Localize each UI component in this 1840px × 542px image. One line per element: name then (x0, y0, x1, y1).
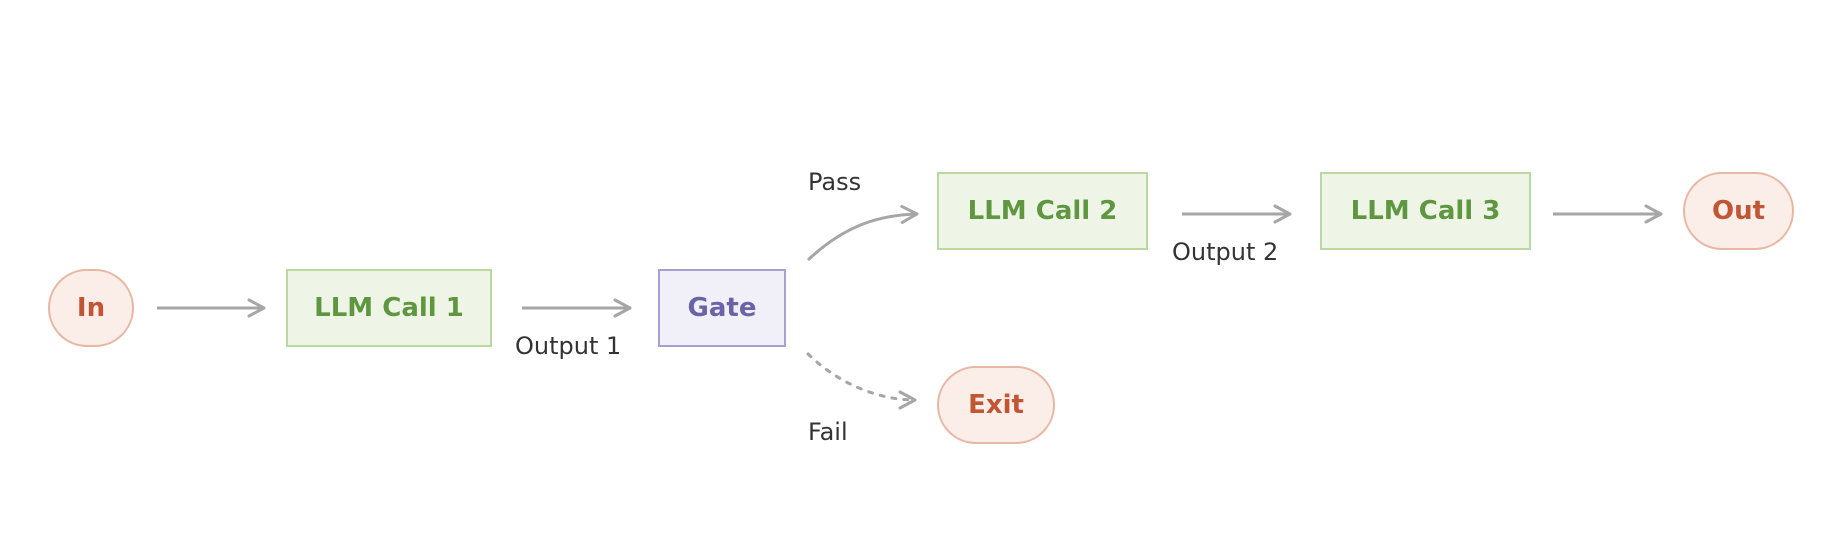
node-llm-call-1: LLM Call 1 (286, 269, 492, 347)
arrow-gate-to-llm-call-2 (806, 204, 919, 262)
label-output-1: Output 1 (515, 332, 622, 360)
label-fail: Fail (808, 418, 848, 446)
node-llm-call-2: LLM Call 2 (937, 172, 1148, 250)
node-out: Out (1683, 172, 1794, 250)
node-in: In (48, 269, 134, 347)
arrow-gate-to-exit (806, 352, 917, 410)
node-exit: Exit (937, 366, 1055, 444)
label-output-2: Output 2 (1172, 238, 1279, 266)
node-gate: Gate (658, 269, 786, 347)
node-llm-call-3: LLM Call 3 (1320, 172, 1531, 250)
label-pass: Pass (808, 168, 862, 196)
